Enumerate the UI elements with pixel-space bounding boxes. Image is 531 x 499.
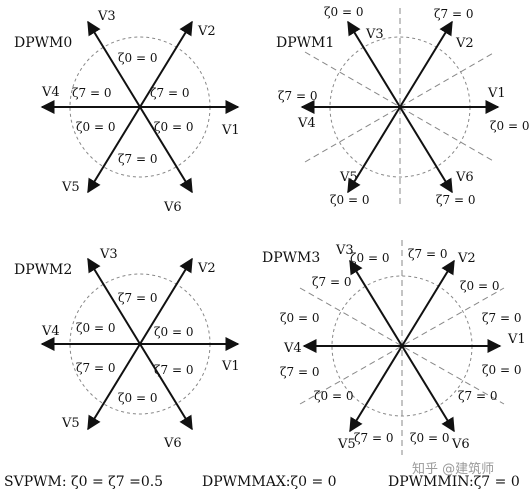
vector-label-v4: V4 <box>283 341 302 356</box>
zeta-label: ζ0 = 0 <box>490 119 529 133</box>
zeta-label: ζ7 = 0 <box>354 431 393 445</box>
zeta-label: ζ7 = 0 <box>434 7 473 21</box>
vector-label-v3: V3 <box>335 243 354 258</box>
vector-label-v5: V5 <box>339 170 358 185</box>
vector-v2 <box>399 20 453 108</box>
vector-v5 <box>347 106 401 194</box>
vector-label-v6: V6 <box>163 200 182 215</box>
footer-caption: SVPWM: ζ0 = ζ7 =0.5 DPWMMAX:ζ0 = 0 DPWMM… <box>0 474 531 496</box>
zeta-label: ζ0 = 0 <box>154 325 193 339</box>
zeta-label: ζ7 = 0 <box>408 247 447 261</box>
vector-lines <box>302 259 502 433</box>
zeta-label: ζ0 = 0 <box>118 391 157 405</box>
zeta-label: ζ0 = 0 <box>330 193 369 207</box>
svpwm-caption: SVPWM: ζ0 = ζ7 =0.5 <box>4 474 164 490</box>
panel-dpwm2: DPWM2 V1 V2 V3 V4 V5 V6 ζ7 = 0 ζ0 = 0 ζ7… <box>14 247 240 451</box>
zeta-label: ζ7 = 0 <box>154 363 193 377</box>
zeta-label: ζ0 = 0 <box>280 311 319 325</box>
zeta-label: ζ7 = 0 <box>76 361 115 375</box>
zeta-label: ζ0 = 0 <box>76 321 115 335</box>
vector-label-v2: V2 <box>197 24 216 39</box>
vector-v3 <box>87 257 141 345</box>
vector-label-v5: V5 <box>61 180 80 195</box>
vector-v3 <box>349 259 403 347</box>
vector-label-v4: V4 <box>41 324 60 339</box>
vector-label-v3: V3 <box>99 247 118 262</box>
vector-v6 <box>139 343 193 431</box>
zeta-label: ζ0 = 0 <box>350 251 389 265</box>
zeta-label: ζ7 = 0 <box>118 152 157 166</box>
vector-v5 <box>87 343 141 431</box>
vector-lines <box>40 20 240 194</box>
vector-label-v6: V6 <box>451 437 470 452</box>
vector-v2 <box>401 259 455 347</box>
vector-label-v5: V5 <box>61 416 80 431</box>
vector-v6 <box>401 345 455 433</box>
zeta-label: ζ7 = 0 <box>436 193 475 207</box>
panel-dpwm1: DPWM1 V1 V2 V3 V4 V5 V6 ζ0 = 0 ζ7 = 0 ζ0… <box>276 5 529 207</box>
vector-v2 <box>139 20 193 108</box>
panel-title: DPWM2 <box>14 262 72 278</box>
guide-lines <box>299 240 505 455</box>
vector-label-v3: V3 <box>97 9 116 24</box>
dpwmmin-caption: DPWMMIN:ζ7 = 0 <box>388 474 520 490</box>
vector-label-v1: V1 <box>507 332 526 347</box>
zeta-label: ζ0 = 0 <box>154 120 193 134</box>
vector-v5 <box>349 345 403 433</box>
guide-lines <box>304 8 496 206</box>
vector-lines <box>40 257 240 431</box>
zeta-label: ζ7 = 0 <box>280 365 319 379</box>
zeta-label: ζ7 = 0 <box>312 275 351 289</box>
vector-label-v2: V2 <box>455 36 474 51</box>
vector-v6 <box>139 106 193 194</box>
vector-label-v5: V5 <box>337 437 356 452</box>
vector-v3 <box>347 20 401 108</box>
vector-label-v1: V1 <box>487 86 506 101</box>
vector-v5 <box>87 106 141 194</box>
vector-lines <box>300 20 500 194</box>
vector-v3 <box>87 20 141 108</box>
vector-label-v1: V1 <box>221 123 240 138</box>
panel-title: DPWM0 <box>14 35 72 51</box>
zeta-label: ζ0 = 0 <box>324 5 363 19</box>
zeta-label: ζ7 = 0 <box>278 89 317 103</box>
panel-title: DPWM1 <box>276 35 334 51</box>
vector-label-v6: V6 <box>163 436 182 451</box>
vector-label-v6: V6 <box>455 170 474 185</box>
vector-v2 <box>139 257 193 345</box>
panel-dpwm0: DPWM0 V1 V2 V3 V4 V5 V6 ζ7 = 0 ζ0 = 0 ζ7… <box>14 9 240 215</box>
zeta-label: ζ0 = 0 <box>76 120 115 134</box>
zeta-label: ζ7 = 0 <box>458 389 497 403</box>
zeta-label: ζ7 = 0 <box>150 86 189 100</box>
zeta-label: ζ7 = 0 <box>72 86 111 100</box>
panel-title: DPWM3 <box>262 250 320 266</box>
zeta-label: ζ0 = 0 <box>118 51 157 65</box>
vector-label-v3: V3 <box>365 27 384 42</box>
watermark-text: 知乎 @建筑师 <box>412 462 495 477</box>
vector-label-v2: V2 <box>457 251 476 266</box>
vector-v6 <box>399 106 453 194</box>
zeta-label: ζ0 = 0 <box>460 279 499 293</box>
vector-label-v4: V4 <box>41 85 60 100</box>
panel-dpwm3: DPWM3 V1 V2 V3 V4 V5 V6 ζ7 = 0 ζ0 = 0 ζ7… <box>262 240 526 455</box>
zeta-label: ζ0 = 0 <box>482 363 521 377</box>
zeta-label: ζ0 = 0 <box>410 431 449 445</box>
zeta-label: ζ0 = 0 <box>314 389 353 403</box>
zeta-label: ζ7 = 0 <box>482 311 521 325</box>
vector-label-v4: V4 <box>297 116 316 131</box>
dpwmmax-caption: DPWMMAX:ζ0 = 0 <box>202 474 337 490</box>
vector-label-v1: V1 <box>221 359 240 374</box>
vector-label-v2: V2 <box>197 261 216 276</box>
zeta-label: ζ7 = 0 <box>118 291 157 305</box>
